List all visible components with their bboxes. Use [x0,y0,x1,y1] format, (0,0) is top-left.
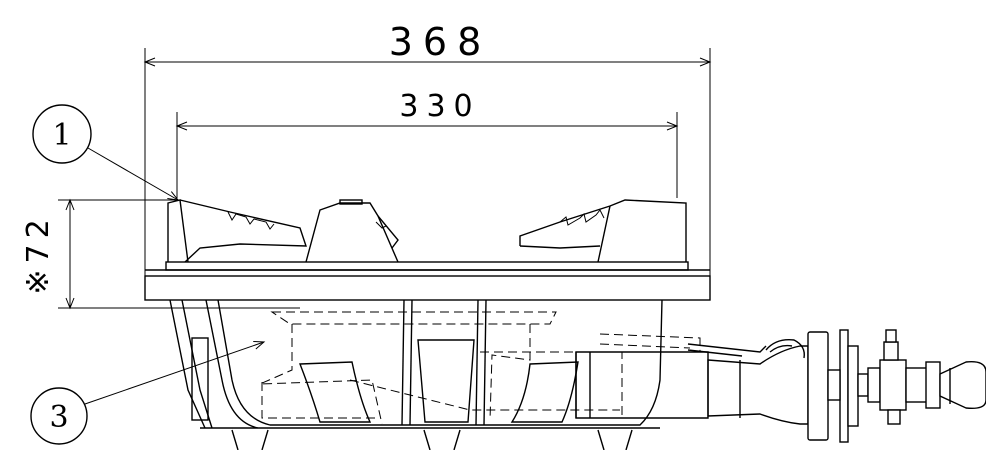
gas-inlet-assembly [575,329,986,443]
dimension-overall-width: 368 [143,20,712,276]
burner-frame [144,269,711,301]
callout-3-label: 3 [49,400,68,435]
top-grate [165,199,689,271]
callout-part-3: 3 [30,340,266,445]
inner-width-label: 330 [399,89,480,124]
burner-body [169,299,663,450]
callout-1-label: 1 [52,118,71,153]
callout-part-1: 1 [32,104,180,201]
overall-width-label: 368 [389,20,492,64]
dimension-height: ※72 [21,198,300,310]
dimension-inner-width: 330 [175,89,679,198]
height-label: ※72 [21,213,56,294]
